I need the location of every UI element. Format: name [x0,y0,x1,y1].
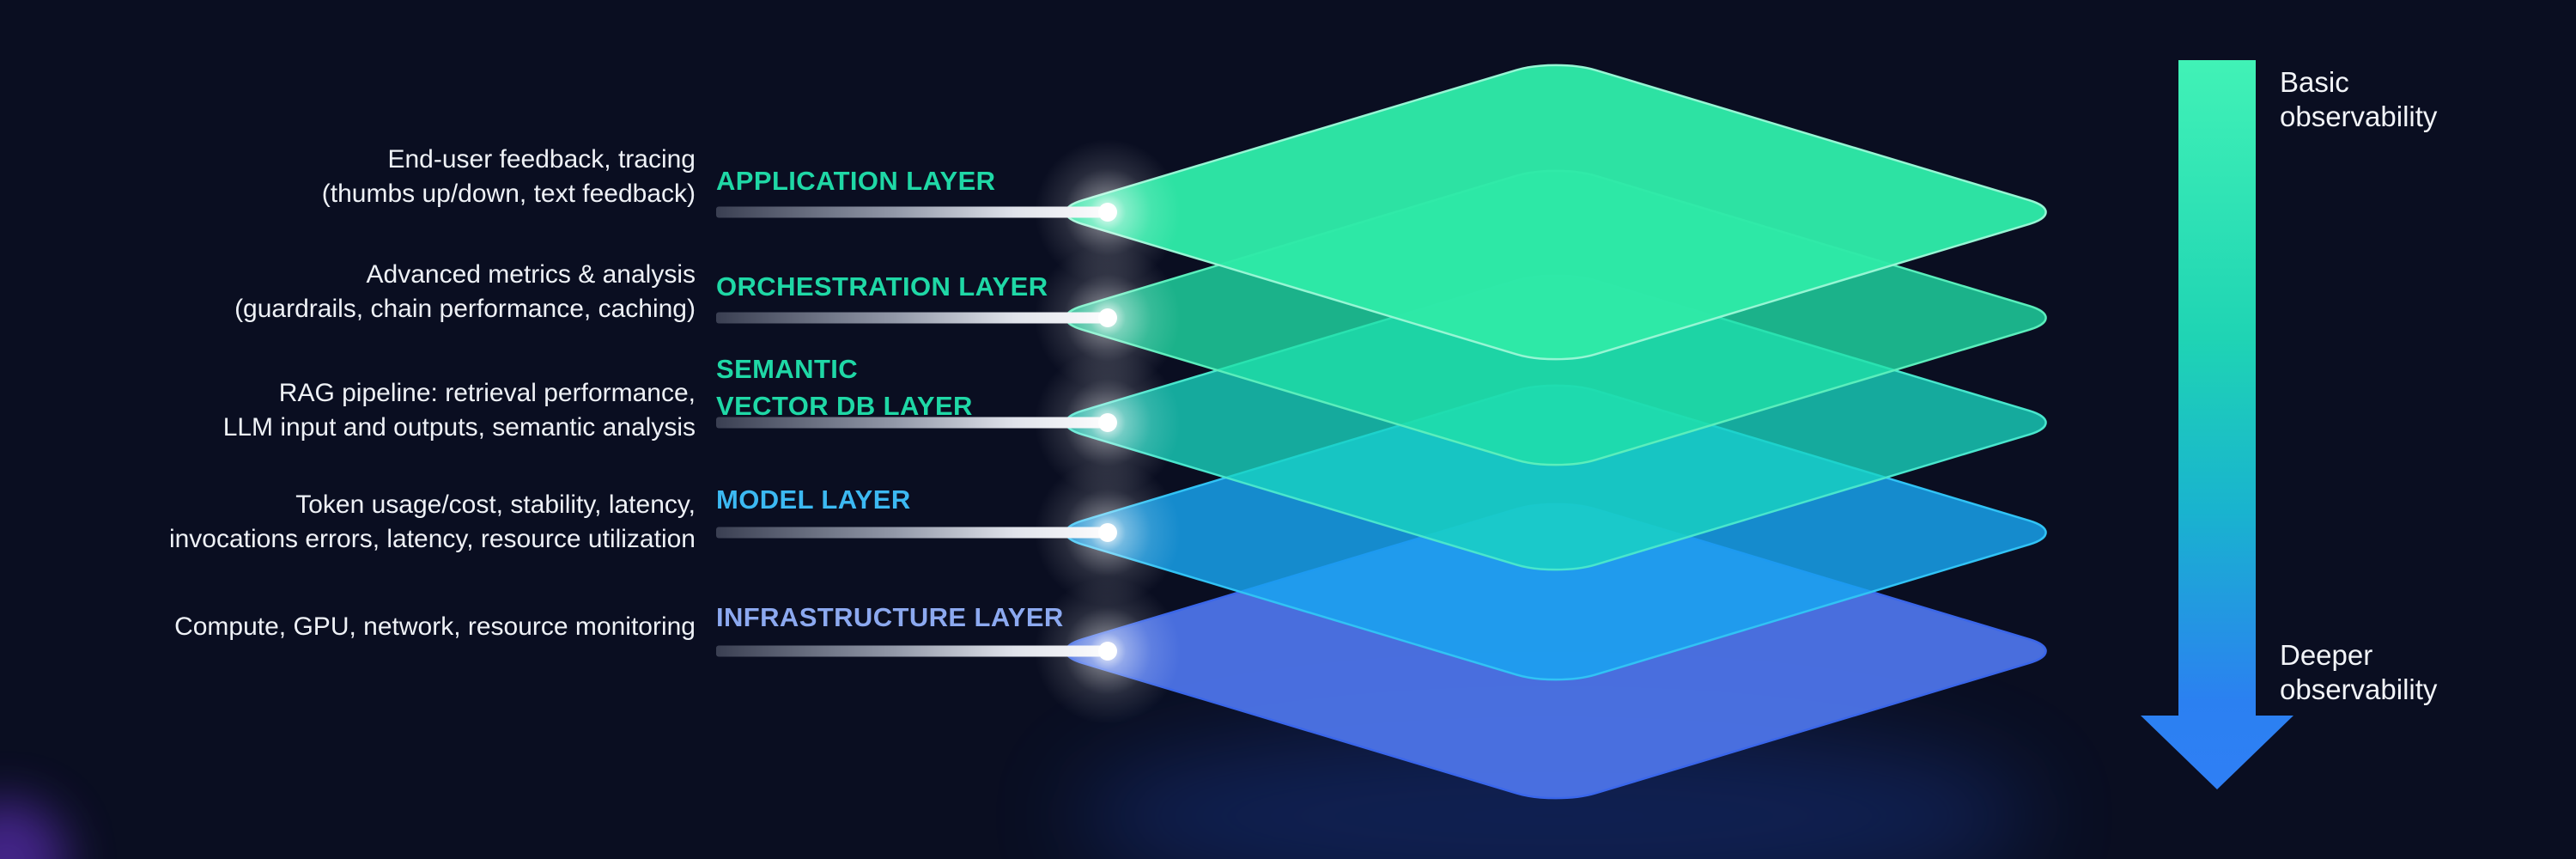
corner-purple-glow [0,801,67,859]
basic-observability-label: Basic observability [2280,65,2437,134]
layer-label-line: APPLICATION LAYER [716,166,996,196]
connector-line-semantic-vector-db [716,417,1109,429]
depth-arrow [2141,60,2293,789]
description-line: LLM input and outputs, semantic analysis [222,413,696,442]
connector-dot-semantic-vector-db [1098,413,1117,432]
description-line: Token usage/cost, stability, latency, [295,490,696,519]
connector-line-infrastructure [716,645,1109,657]
legend-label-line: Basic [2280,66,2349,98]
legend-label-line: observability [2280,673,2438,705]
connector-dot-orchestration [1098,308,1117,327]
description-line: RAG pipeline: retrieval performance, [278,379,696,407]
connector-line-orchestration [716,312,1109,324]
connector-line-model [716,527,1109,539]
deeper-observability-label: Deeper observability [2280,638,2437,707]
model-layer-description: Token usage/cost, stability, latency, in… [169,488,696,557]
layer-label-line: ORCHESTRATION LAYER [716,271,1048,302]
depth-arrow-bar [2178,60,2256,716]
legend-label-line: observability [2280,101,2438,132]
connectors [716,139,1181,724]
infrastructure-layer-label: INFRASTRUCTURE LAYER [716,599,1064,636]
description-line: (guardrails, chain performance, caching) [234,295,696,323]
semantic-vector-db-layer-label: SEMANTIC VECTOR DB LAYER [716,350,973,424]
application-layer-diamond [1042,58,2069,367]
orchestration-layer-description: Advanced metrics & analysis (guardrails,… [234,258,696,326]
description-line: End-user feedback, tracing [387,145,696,174]
layer-label-line: SEMANTIC [716,354,859,384]
description-line: invocations errors, latency, resource ut… [168,525,696,553]
orchestration-layer-label: ORCHESTRATION LAYER [716,268,1048,305]
layer-diamonds [1042,58,2069,806]
layer-label-line: INFRASTRUCTURE LAYER [716,602,1064,632]
layer-label-line: MODEL LAYER [716,484,911,515]
application-layer-description: End-user feedback, tracing (thumbs up/do… [322,143,696,211]
connector-dot-infrastructure [1098,642,1117,661]
layer-label-line: VECTOR DB LAYER [716,391,973,421]
description-line: (thumbs up/down, text feedback) [321,180,696,208]
model-layer-label: MODEL LAYER [716,481,911,518]
infrastructure-layer-description: Compute, GPU, network, resource monitori… [174,610,696,644]
connector-dot-model [1098,523,1117,542]
connector-line-application [716,206,1109,218]
description-line: Advanced metrics & analysis [366,260,696,289]
connector-dot-application [1098,203,1117,222]
description-line: Compute, GPU, network, resource monitori… [174,612,696,641]
depth-arrow-head [2141,716,2293,789]
application-layer-label: APPLICATION LAYER [716,162,995,199]
semantic-vector-db-layer-description: RAG pipeline: retrieval performance, LLM… [223,376,696,445]
legend-label-line: Deeper [2280,639,2373,671]
